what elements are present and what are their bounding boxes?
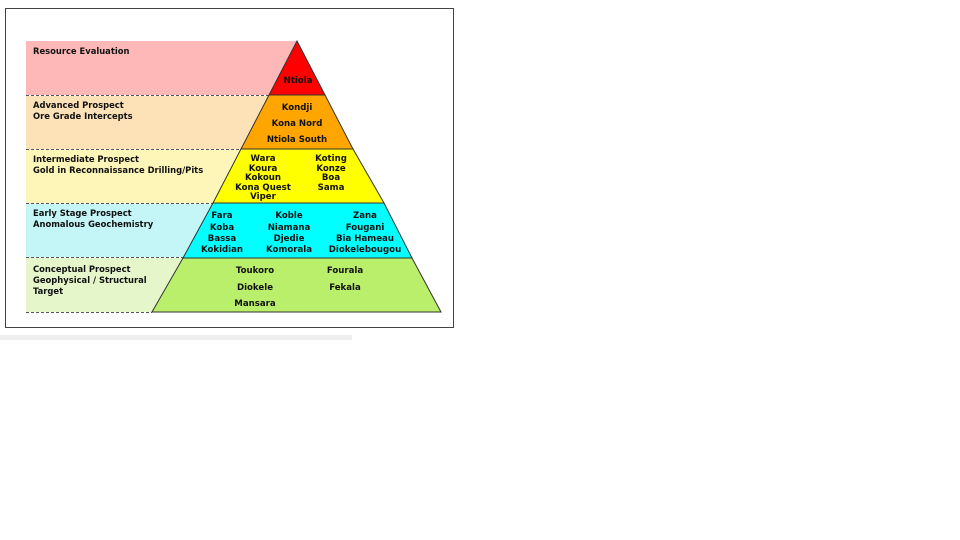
prospect-fourala: Fourala — [327, 266, 364, 276]
band-intermediate-bg — [26, 150, 241, 203]
prospect-diokelebougou: Diokelebougou — [329, 245, 401, 255]
band-label-intermediate-line2: Gold in Reconnaissance Drilling/Pits — [33, 165, 203, 175]
prospect-kona-nord: Kona Nord — [272, 119, 323, 129]
prospect-koting: Koting — [315, 154, 347, 164]
prospect-bassa: Bassa — [208, 234, 237, 244]
prospect-djedie: Djedie — [274, 234, 305, 244]
band-label-resource-line1: Resource Evaluation — [33, 46, 129, 56]
prospect-komorala: Komorala — [266, 245, 312, 255]
prospect-zana: Zana — [353, 211, 377, 221]
band-intermediate-prospect: Intermediate Prospect Gold in Reconnaiss… — [26, 150, 241, 203]
prospect-koura: Koura — [249, 164, 278, 174]
prospect-diokele: Diokele — [237, 283, 273, 293]
prospect-kokoun: Kokoun — [245, 173, 281, 183]
prospect-ntiola-south: Ntiola South — [267, 135, 327, 145]
prospect-ntiola: Ntiola — [284, 76, 313, 86]
pyramid-tier-conceptual — [151, 257, 442, 313]
band-early-stage-prospect: Early Stage Prospect Anomalous Geochemis… — [26, 204, 213, 257]
prospect-wara: Wara — [250, 154, 275, 164]
band-early-bg — [26, 204, 213, 257]
band-label-conceptual-line3: Target — [33, 286, 63, 296]
band-advanced-prospect: Advanced Prospect Ore Grade Intercepts — [26, 96, 269, 149]
shadow-strip — [0, 335, 352, 340]
prospect-kondji: Kondji — [282, 103, 313, 113]
band-label-advanced-line2: Ore Grade Intercepts — [33, 111, 133, 121]
prospect-fekala: Fekala — [329, 283, 361, 293]
band-resource-bg — [26, 41, 296, 95]
prospect-toukoro: Toukoro — [236, 266, 274, 276]
band-label-early-line2: Anomalous Geochemistry — [33, 219, 154, 229]
prospect-niamana: Niamana — [268, 223, 311, 233]
band-label-conceptual-line1: Conceptual Prospect — [33, 264, 131, 274]
band-advanced-bg — [26, 96, 269, 149]
prospect-koble: Koble — [275, 211, 303, 221]
band-label-intermediate-line1: Intermediate Prospect — [33, 154, 139, 164]
band-label-conceptual-line2: Geophysical / Structural — [33, 275, 147, 285]
prospect-koba: Koba — [210, 223, 235, 233]
prospect-fara: Fara — [211, 211, 232, 221]
prospect-mansara: Mansara — [234, 299, 276, 309]
prospect-konze: Konze — [316, 164, 346, 174]
prospect-bia-hameau: Bia Hameau — [336, 234, 394, 244]
prospect-fougani: Fougani — [346, 223, 385, 233]
band-resource-evaluation: Resource Evaluation — [26, 41, 296, 95]
prospect-boa: Boa — [322, 173, 340, 183]
prospect-kokidian: Kokidian — [201, 245, 243, 255]
prospect-sama: Sama — [318, 183, 345, 193]
prospect-kona-quest: Kona Quest — [235, 183, 291, 193]
pyramid — [151, 39, 442, 313]
band-label-advanced-line1: Advanced Prospect — [33, 100, 124, 110]
prospect-viper: Viper — [250, 192, 276, 202]
band-separators — [26, 95, 269, 313]
band-label-early-line1: Early Stage Prospect — [33, 208, 132, 218]
pyramid-tier-intermediate — [212, 148, 385, 204]
